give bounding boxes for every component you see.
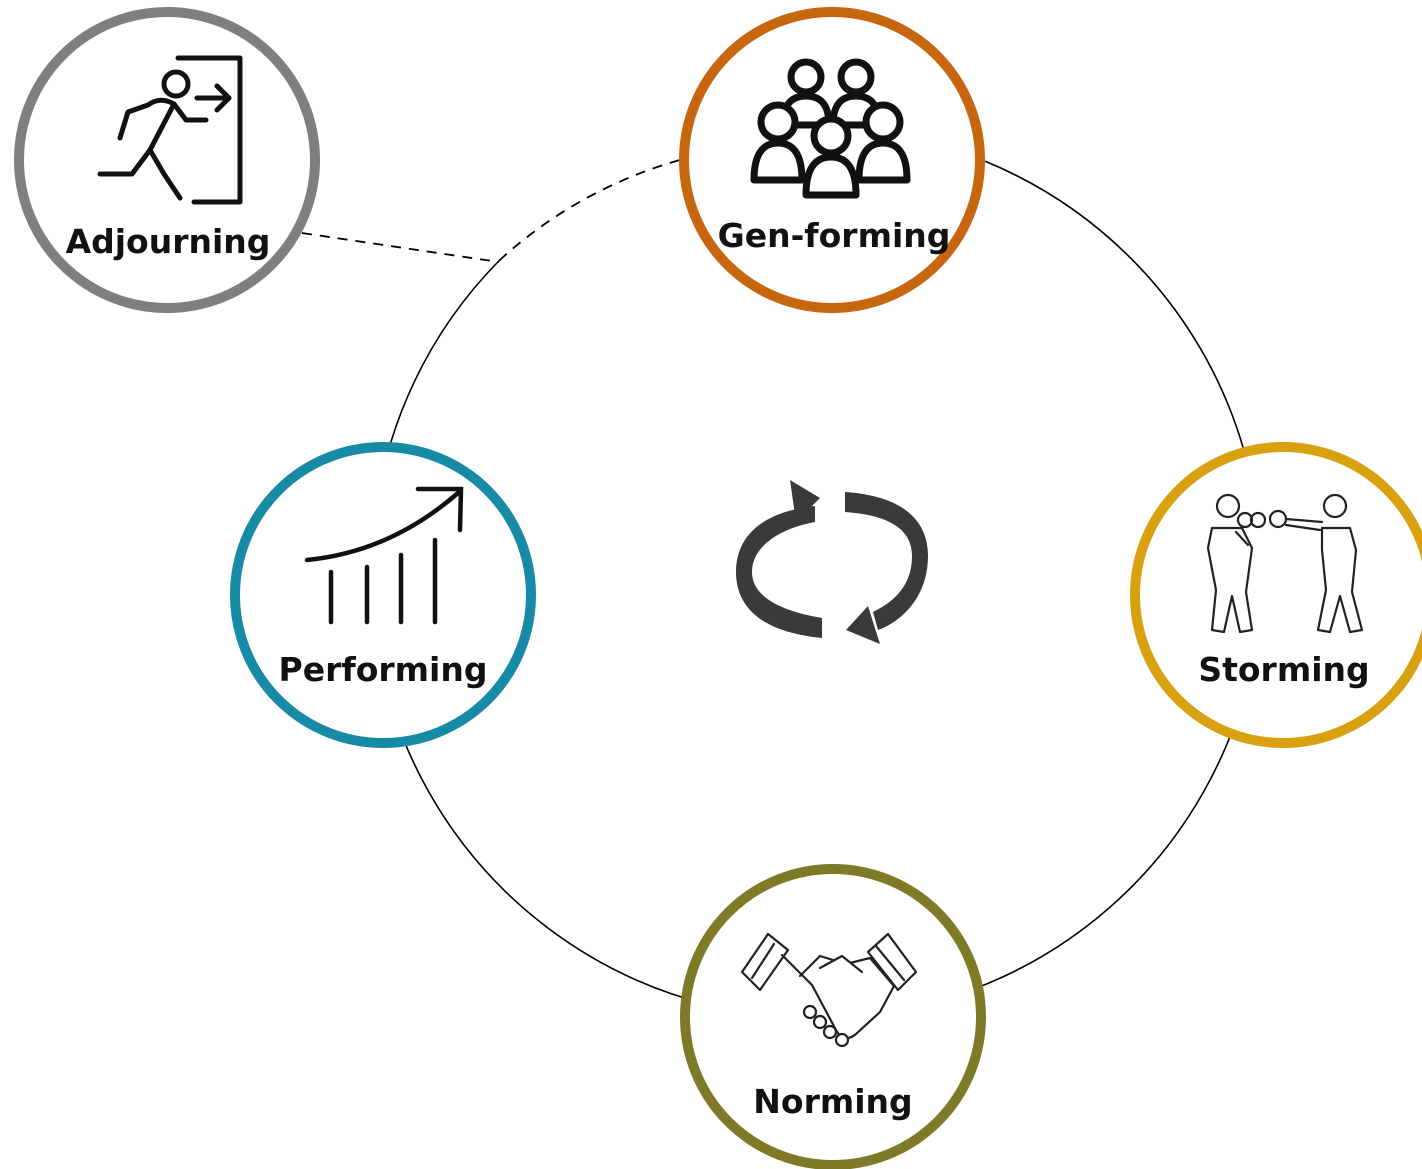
exit-door-icon (97, 55, 243, 205)
handshake-icon (740, 932, 918, 1048)
growth-chart-icon (304, 486, 464, 625)
stage-label-genforming: Gen-forming (718, 216, 951, 255)
stage-label-norming: Norming (753, 1082, 912, 1121)
stage-storming: Storming (1130, 442, 1422, 748)
stage-adjourning-ring (14, 7, 320, 313)
group-of-people-icon (750, 58, 911, 199)
stage-storming-ring (1130, 442, 1422, 748)
cycle-arrows-icon (736, 480, 928, 644)
stage-performing-ring (230, 442, 536, 748)
stage-adjourning: Adjourning (14, 7, 320, 313)
stage-performing: Performing (230, 442, 536, 748)
boxers-fighting-icon (1206, 493, 1364, 634)
stage-norming: Norming (680, 864, 986, 1169)
cycle-ring-dashed-arc (498, 159, 681, 262)
stage-genforming: Gen-forming (679, 7, 985, 313)
stage-label-performing: Performing (279, 650, 488, 689)
stage-label-storming: Storming (1198, 650, 1369, 689)
adjourning-connector (301, 232, 500, 263)
stage-label-adjourning: Adjourning (66, 222, 271, 261)
